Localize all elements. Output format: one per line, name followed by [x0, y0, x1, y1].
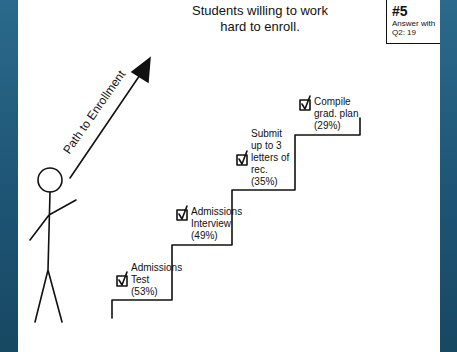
answer-box: #5Answer with Q2: 19	[386, 0, 440, 44]
box-number: #5	[392, 3, 437, 19]
checkmark	[239, 151, 247, 164]
checkmark	[302, 96, 310, 109]
checkmark	[119, 272, 127, 285]
step-label: Admissions Interview (49%)	[191, 206, 231, 242]
stick-figure-head	[38, 168, 62, 192]
step-label: Submit up to 3 letters of rec. (35%)	[251, 128, 295, 188]
stick-figure-body	[30, 192, 76, 322]
arrowhead	[132, 58, 150, 82]
diagram-title: Students willing to work hard to enroll.	[185, 3, 335, 34]
white-panel	[18, 0, 440, 352]
staircase	[112, 118, 360, 318]
checkmark	[179, 206, 187, 219]
step-label: Compile grad. plan (29%)	[314, 96, 360, 132]
box-note: Answer with Q2: 19	[392, 19, 437, 37]
step-label: Admissions Test (53%)	[131, 262, 171, 298]
